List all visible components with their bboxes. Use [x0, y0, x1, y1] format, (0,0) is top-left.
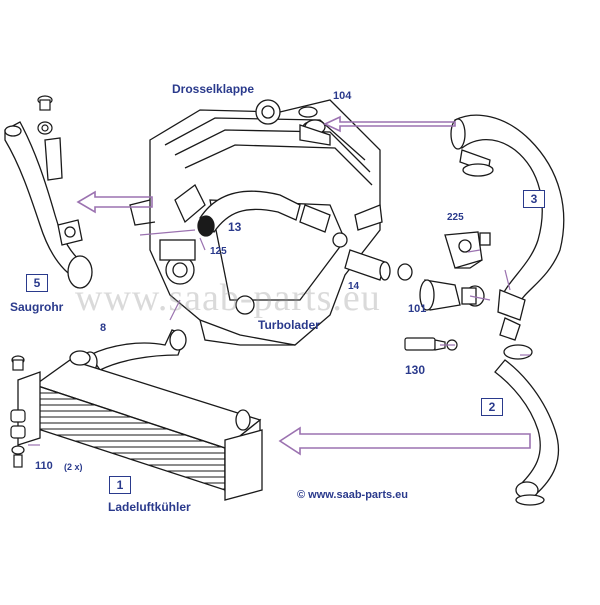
part-number-101: 101 [408, 303, 427, 315]
part-number-104: 104 [333, 90, 352, 102]
part-number-13: 13 [228, 220, 242, 234]
label-turbolader: Turbolader [258, 318, 320, 332]
part-number-125: 125 [210, 246, 227, 257]
valve-101 [419, 279, 485, 311]
intercooler-1 [17, 350, 263, 501]
part-number-14: 14 [348, 281, 360, 292]
part-number-130: 130 [405, 363, 426, 377]
label-ladeluftkuehler: Ladeluftkühler [108, 500, 191, 514]
clamp-104 [298, 106, 331, 146]
label-drosselklappe: Drosselklappe [172, 82, 255, 96]
throttle-hose-13 [197, 190, 331, 237]
turbo-hose-14 [332, 232, 413, 281]
callout-box-2: 2 [481, 398, 503, 416]
watermark: www.saab-parts.eu [75, 277, 381, 319]
callout-box-5: 5 [26, 274, 48, 292]
intake-pipe-5 [4, 121, 93, 289]
bracket-225 [444, 231, 491, 269]
bushings-110 [10, 355, 26, 468]
flow-arrows [76, 115, 531, 456]
part-number-110: 110 [35, 460, 53, 472]
label-saugrohr: Saugrohr [10, 300, 64, 314]
sensor-130 [404, 337, 458, 351]
hose-3 [450, 114, 565, 341]
part-number-110-quantity: (2 x) [64, 462, 83, 472]
callout-box-3: 3 [523, 190, 545, 208]
hose-8 [82, 329, 187, 373]
part-number-8: 8 [100, 322, 107, 334]
callout-box-1: 1 [109, 476, 131, 494]
copyright-text: © www.saab-parts.eu [297, 489, 409, 501]
leader-lines [28, 229, 530, 446]
hose-2 [494, 344, 560, 506]
part-number-225: 225 [447, 212, 464, 223]
fittings-top-left [37, 95, 53, 135]
